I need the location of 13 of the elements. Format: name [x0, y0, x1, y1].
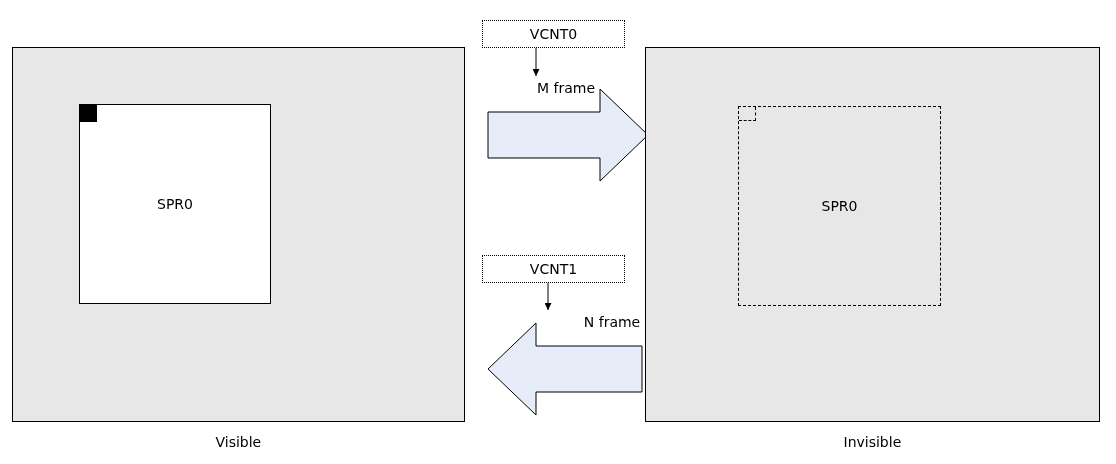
node-label: Invisible	[843, 434, 902, 450]
node-label: Visible	[215, 434, 262, 450]
arrow	[544, 282, 552, 311]
register-box: VCNT0	[482, 20, 625, 48]
frame-label: M frame	[524, 76, 608, 100]
screen-panel	[12, 47, 465, 422]
block-arrow	[487, 322, 643, 416]
sprite-box: SPR0	[79, 104, 271, 304]
register-box: VCNT1	[482, 255, 625, 283]
screen-panel	[645, 47, 1100, 422]
sprite-outline: SPR0	[738, 106, 941, 306]
arrow	[532, 47, 540, 77]
frame-label: N frame	[576, 310, 648, 334]
